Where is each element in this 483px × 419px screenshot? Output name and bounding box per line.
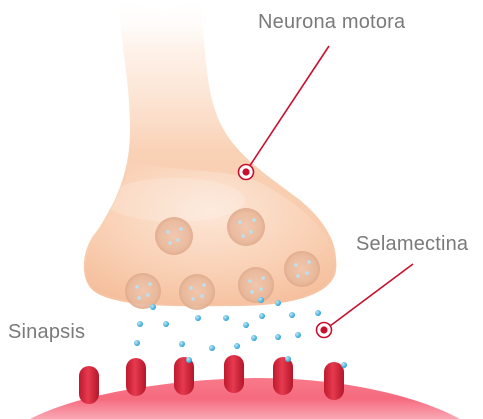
vesicle (179, 274, 215, 310)
neurotransmitter (259, 313, 265, 319)
motor-neuron-label: Neurona motora (258, 11, 405, 34)
receptor (324, 362, 344, 400)
neurotransmitter (223, 315, 229, 321)
neurotransmitter (243, 322, 249, 328)
neurotransmitter (163, 321, 169, 327)
target-dot-icon (239, 165, 254, 180)
neurotransmitter (295, 332, 301, 338)
neurotransmitter (150, 304, 156, 310)
vesicle (227, 208, 265, 246)
receptor (174, 357, 194, 395)
neurotransmitter (179, 341, 185, 347)
neurotransmitter (234, 343, 240, 349)
pointer-line (247, 46, 329, 170)
neurotransmitter (285, 356, 291, 362)
neurotransmitter (341, 362, 347, 368)
receptor (224, 355, 244, 393)
motor-neuron-pointer (239, 46, 330, 180)
neurotransmitter (137, 321, 143, 327)
neurotransmitter (134, 340, 140, 346)
selamectina-label: Selamectina (356, 233, 468, 256)
neurotransmitter (209, 345, 215, 351)
vesicle (125, 273, 161, 309)
target-dot-icon (317, 323, 332, 338)
vesicle (284, 251, 320, 287)
neurotransmitter (258, 297, 264, 303)
receptor (126, 358, 146, 396)
synapse-label: Sinapsis (8, 321, 85, 344)
vesicle (155, 217, 193, 255)
receptor (79, 366, 99, 404)
neurotransmitter (275, 300, 281, 306)
neurotransmitter (186, 357, 192, 363)
vesicle (238, 267, 274, 303)
neurotransmitter (289, 312, 295, 318)
receptor (273, 357, 293, 395)
neurotransmitter (251, 335, 257, 341)
neurotransmitter (315, 310, 321, 316)
neurotransmitter (195, 315, 201, 321)
pointer-line (326, 264, 413, 329)
neurotransmitter (275, 334, 281, 340)
neurotransmitters (134, 297, 347, 368)
